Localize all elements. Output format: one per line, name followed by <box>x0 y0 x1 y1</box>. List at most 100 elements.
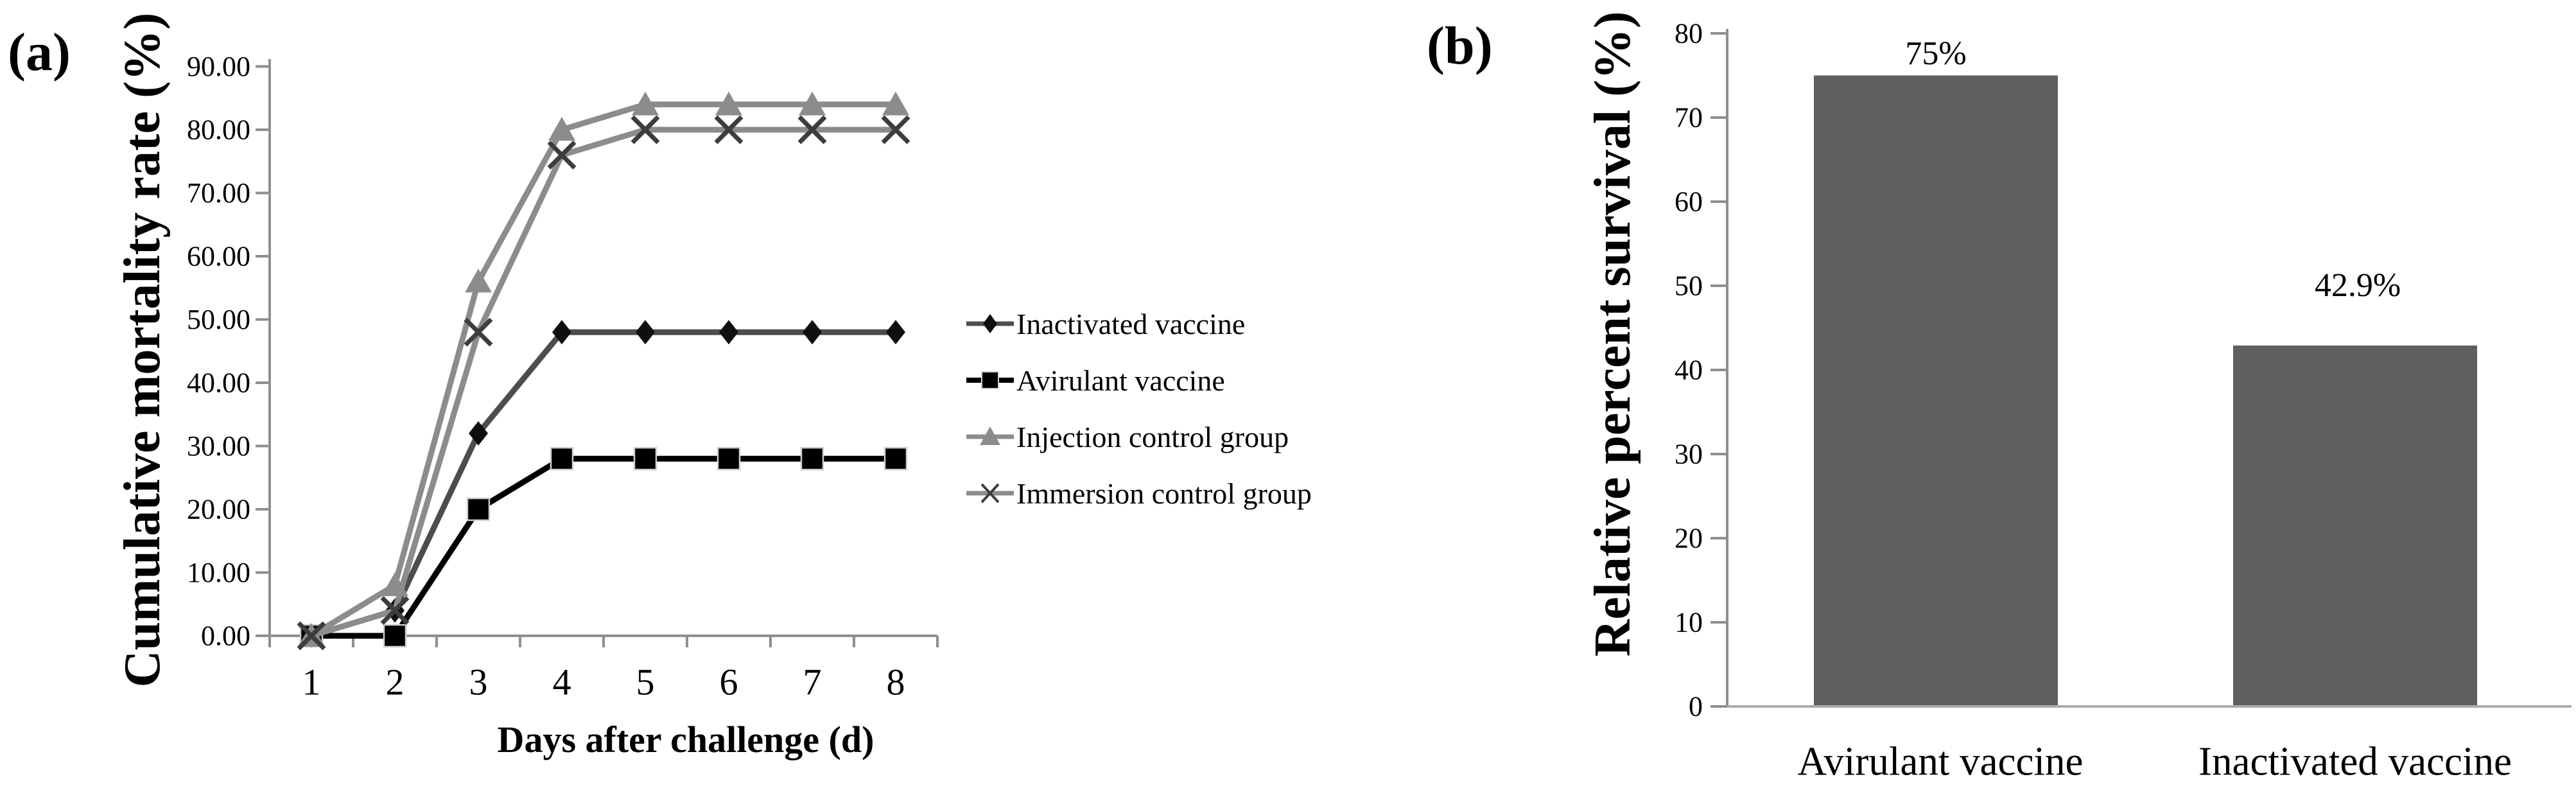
data-marker-x <box>797 115 827 144</box>
x-stroke <box>547 140 577 170</box>
diamond-glyph <box>983 314 997 333</box>
data-marker-triangle <box>548 117 575 141</box>
legend-label-immersion-control: Immersion control group <box>1016 477 1312 510</box>
series-line-triangle <box>309 101 896 638</box>
data-marker-x <box>631 115 660 144</box>
x-stroke <box>380 596 410 626</box>
data-marker-square <box>466 497 491 521</box>
bar-inactivated <box>2233 346 2477 706</box>
b-y-tick-label: 50 <box>1675 270 1703 302</box>
b-y-tick-label: 80 <box>1675 18 1703 49</box>
a-x-tick-label: 5 <box>636 661 655 703</box>
b-y-tick-label: 40 <box>1675 355 1703 386</box>
series-triangle <box>298 91 909 647</box>
series-line-square <box>311 455 896 639</box>
x-stroke <box>464 317 493 347</box>
b-y-tick-label: 10 <box>1675 607 1703 638</box>
data-marker-square <box>633 446 657 471</box>
b-y-tick-label: 70 <box>1675 102 1703 134</box>
data-marker-diamond <box>719 320 738 345</box>
x-stroke <box>631 115 660 144</box>
a-y-tick-label: 80.00 <box>187 114 250 146</box>
data-marker-diamond <box>803 320 822 345</box>
square-glyph <box>981 371 999 389</box>
b-y-tick-label: 0 <box>1689 691 1703 722</box>
legend: Inactivated vaccine Avirulant vaccine In… <box>966 295 1312 521</box>
a-x-tick-label: 6 <box>720 661 738 703</box>
data-marker-diamond <box>552 320 571 345</box>
bar-value-label-avirulant: 75% <box>1905 35 1967 72</box>
legend-label-inactivated-vaccine: Inactivated vaccine <box>1016 307 1246 340</box>
data-marker-square <box>717 446 741 471</box>
a-y-tick-label: 0.00 <box>201 620 250 652</box>
legend-item-injection-control: Injection control group <box>966 408 1312 465</box>
legend-marker-square-icon <box>966 371 1014 389</box>
panel-a-x-axis-title: Days after challenge (d) <box>497 719 875 760</box>
a-y-tick-label: 10.00 <box>187 557 250 588</box>
bar-value-label-inactivated: 42.9% <box>2314 267 2401 304</box>
legend-marker-diamond-icon <box>966 314 1014 333</box>
category-label-inactivated-vaccine: Inactivated vaccine <box>2198 739 2512 784</box>
data-marker-triangle <box>882 91 909 116</box>
legend-label-injection-control: Injection control group <box>1016 420 1289 453</box>
x-stroke <box>297 621 326 651</box>
a-y-tick-label: 20.00 <box>187 494 250 525</box>
a-y-tick-label: 60.00 <box>187 241 250 272</box>
panel-a-label: (a) <box>8 22 71 82</box>
series-diamond <box>302 320 905 648</box>
panel-a-y-axis-title: Cumulative mortality rate (%) <box>114 12 171 688</box>
data-marker-diamond <box>469 421 488 446</box>
b-y-tick-label: 30 <box>1675 439 1703 470</box>
a-y-tick-label: 70.00 <box>187 177 250 209</box>
series-line-diamond <box>310 329 896 639</box>
a-x-tick-label: 8 <box>887 661 905 703</box>
series-square <box>299 446 908 648</box>
data-marker-diamond <box>886 320 905 345</box>
a-y-tick-label: 90.00 <box>187 51 250 82</box>
x-stroke <box>714 115 744 144</box>
x-glyph <box>980 483 1000 503</box>
data-marker-triangle <box>799 91 826 116</box>
panel-b-plot: 0 10 20 30 40 50 60 70 80 <box>1675 18 2572 722</box>
a-x-tick-label: 3 <box>469 661 488 703</box>
panel-b-y-axis-title: Relative percent survival (%) <box>1585 11 1641 657</box>
data-marker-triangle <box>465 268 492 293</box>
x-stroke <box>881 115 910 144</box>
legend-item-inactivated-vaccine: Inactivated vaccine <box>966 295 1312 352</box>
series-x <box>297 115 910 651</box>
panel-b-label: (b) <box>1427 16 1493 76</box>
data-marker-triangle <box>632 91 659 116</box>
x-stroke <box>797 115 827 144</box>
a-x-tick-label: 1 <box>302 661 321 703</box>
legend-marker-triangle-icon <box>966 426 1014 445</box>
a-x-tick-label: 4 <box>553 661 571 703</box>
series-line-x <box>310 127 896 639</box>
legend-item-immersion-control: Immersion control group <box>966 465 1312 521</box>
a-x-tick-label: 2 <box>386 661 405 703</box>
data-marker-square <box>800 446 824 471</box>
triangle-glyph <box>980 426 1000 445</box>
data-marker-triangle <box>715 91 742 116</box>
data-marker-x <box>714 115 744 144</box>
data-marker-x <box>547 140 577 170</box>
legend-item-avirulant-vaccine: Avirulant vaccine <box>966 352 1312 408</box>
b-y-tick-label: 20 <box>1675 523 1703 554</box>
data-marker-square <box>883 446 908 471</box>
a-y-tick-label: 40.00 <box>187 367 250 399</box>
legend-marker-x-icon <box>966 483 1014 503</box>
data-marker-square <box>383 624 407 648</box>
a-y-tick-label: 50.00 <box>187 304 250 335</box>
data-marker-x <box>881 115 910 144</box>
category-label-avirulant-vaccine: Avirulant vaccine <box>1797 739 2084 784</box>
data-marker-x <box>380 596 410 626</box>
data-marker-square <box>550 446 574 471</box>
legend-label-avirulant-vaccine: Avirulant vaccine <box>1016 363 1225 397</box>
data-marker-diamond <box>636 320 655 345</box>
bar-avirulant <box>1814 75 2058 706</box>
b-y-tick-label: 60 <box>1675 186 1703 218</box>
a-y-tick-label: 30.00 <box>187 430 250 462</box>
a-x-tick-label: 7 <box>803 661 822 703</box>
data-marker-x <box>297 621 326 651</box>
